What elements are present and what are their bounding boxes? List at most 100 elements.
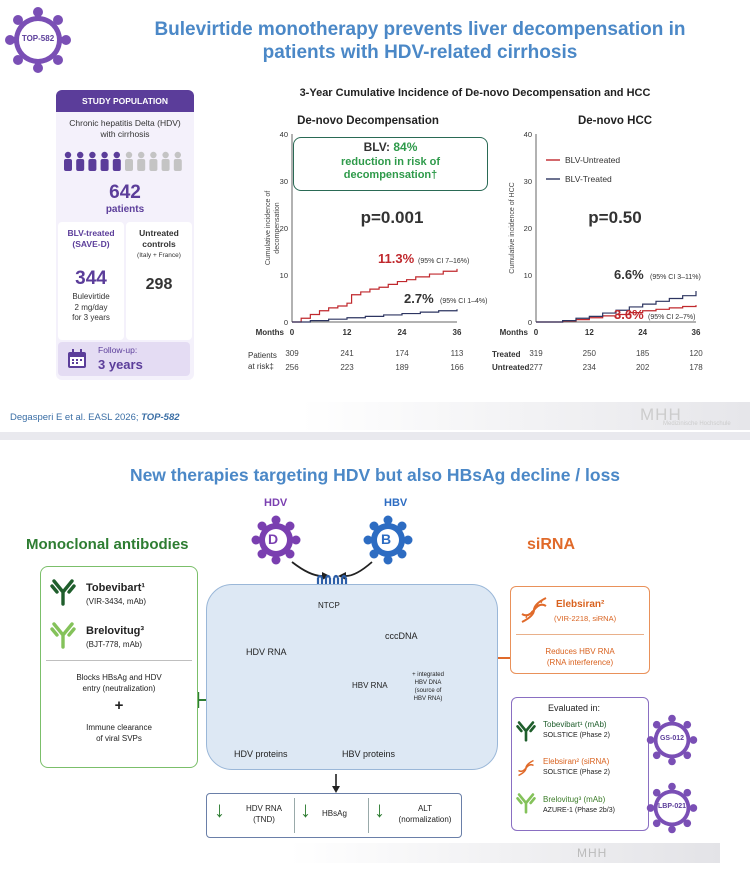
sirna-mech-line-1: Reduces HBV RNA bbox=[545, 647, 615, 656]
person-head bbox=[89, 151, 96, 159]
person-body bbox=[173, 159, 182, 171]
sirna-heading: siRNA bbox=[527, 536, 576, 553]
y-tick-label: 20 bbox=[524, 224, 532, 233]
outcome-3-line-2: (normalization) bbox=[398, 815, 452, 824]
x-tick-label: 12 bbox=[585, 328, 594, 337]
treated-description: Bulevirtide 2 mg/day for 3 years bbox=[58, 292, 124, 324]
total-patients-label: patients bbox=[105, 204, 145, 215]
followup-value: 3 years bbox=[98, 357, 143, 372]
person-body bbox=[149, 159, 158, 171]
sirna-box bbox=[510, 586, 650, 674]
y-tick-label: 40 bbox=[524, 130, 532, 139]
person-head bbox=[150, 151, 157, 159]
end-ci-label: (95% CI 3–11%) bbox=[650, 274, 701, 281]
plus-sign: + bbox=[114, 697, 124, 714]
ntcp-label: NTCP bbox=[318, 601, 340, 610]
slide-divider bbox=[0, 432, 750, 440]
x-axis-label: Months bbox=[500, 328, 529, 337]
outcome-hdv-rna: HDV RNA (TND) bbox=[238, 803, 290, 825]
series-line bbox=[536, 290, 697, 323]
y-tick-label: 10 bbox=[280, 271, 288, 280]
hdv-gear-icon bbox=[251, 515, 301, 565]
sirna-separator bbox=[516, 634, 644, 635]
mab-mech-line-2: entry (neutralization) bbox=[82, 684, 156, 693]
hbv-proteins-label: HBV proteins bbox=[342, 749, 396, 759]
y-axis-label-line: decompensation bbox=[274, 202, 281, 253]
risk-cell: 277 bbox=[529, 363, 543, 372]
end-value-label: 6.6% bbox=[614, 267, 644, 282]
y-tick-label: 30 bbox=[280, 177, 288, 186]
y-tick-label: 10 bbox=[524, 271, 532, 280]
callout-text: reduction in risk of decompensation† bbox=[293, 156, 488, 182]
citation: Degasperi E et al. EASL 2026; TOP-582 bbox=[10, 412, 180, 423]
treated-label-line-2: (SAVE-D) bbox=[72, 239, 110, 249]
eval-item-1-name: Tobevibart¹ (mAb) bbox=[543, 720, 607, 729]
treated-cell bbox=[58, 222, 124, 340]
elebsiran-desc: (VIR-2218, siRNA) bbox=[554, 614, 617, 623]
hdv-proteins-label: HDV proteins bbox=[234, 749, 288, 759]
mhh-logo-sub: Medizinische Hochschule bbox=[663, 421, 731, 427]
study-subtitle-line-1: Chronic hepatitis Delta (HDV) bbox=[69, 118, 181, 128]
badge-label: TOP-582 bbox=[21, 34, 55, 43]
callout-prefix: BLV: bbox=[363, 140, 394, 154]
lbp021-gear-icon bbox=[646, 782, 698, 834]
outcomes-box bbox=[206, 793, 462, 838]
person-head bbox=[77, 151, 84, 159]
outcome-3-line-1: ALT bbox=[417, 804, 433, 813]
integrated-line-4: HBV RNA) bbox=[413, 696, 443, 702]
y-tick-label: 20 bbox=[280, 224, 288, 233]
callout-line-1: BLV: 84% bbox=[293, 140, 488, 154]
person-head bbox=[101, 151, 108, 159]
risk-cell: 120 bbox=[689, 349, 703, 358]
y-tick-label: 40 bbox=[280, 130, 288, 139]
risk-cell: 241 bbox=[340, 349, 354, 358]
y-axis-label-line: Cumulative incidence of bbox=[265, 191, 272, 265]
y-axis-label-line: Cumulative incidence of HCC bbox=[509, 182, 516, 273]
tobevibart-desc: (VIR-3434, mAb) bbox=[86, 597, 147, 606]
person-head bbox=[162, 151, 169, 159]
risk-label: at risk‡ bbox=[248, 362, 274, 371]
person-body bbox=[112, 159, 121, 171]
untreated-label-line-2: controls bbox=[142, 239, 176, 249]
untreated-count: 298 bbox=[145, 276, 173, 293]
mab-mechanism-2: Immune clearance of viral SVPs bbox=[46, 722, 192, 744]
chart-title: De-novo Decompensation bbox=[297, 115, 439, 127]
person-body bbox=[137, 159, 146, 171]
person-head bbox=[138, 151, 145, 159]
risk-cell: 189 bbox=[395, 363, 409, 372]
citation-code: TOP-582 bbox=[141, 412, 180, 423]
study-subtitle: Chronic hepatitis Delta (HDV) with cirrh… bbox=[60, 118, 190, 140]
eval-item-2-name: Elebsiran² (siRNA) bbox=[543, 757, 610, 766]
title-line-2: patients with HDV-related cirrhosis bbox=[262, 42, 578, 63]
p-value: p=0.001 bbox=[361, 208, 424, 227]
footer-band bbox=[300, 402, 750, 430]
series-line bbox=[292, 268, 458, 323]
person-head bbox=[174, 151, 181, 159]
eval-item-1-trial: SOLSTICE (Phase 2) bbox=[543, 732, 610, 739]
mab-mech2-line-1: Immune clearance bbox=[86, 723, 152, 732]
risk-cell: 309 bbox=[285, 349, 299, 358]
legend-label: BLV-Untreated bbox=[565, 155, 620, 165]
callout-box bbox=[293, 137, 488, 191]
hbv-label: HBV bbox=[384, 497, 408, 509]
outcome-separator-2 bbox=[368, 798, 369, 833]
mab-separator bbox=[46, 660, 192, 661]
risk-cell: 319 bbox=[529, 349, 543, 358]
x-tick-label: 36 bbox=[692, 328, 701, 337]
x-tick-label: 0 bbox=[290, 328, 295, 337]
study-subtitle-line-2: with cirrhosis bbox=[100, 129, 150, 139]
brelovitug-desc: (BJT-778, mAb) bbox=[86, 640, 143, 649]
mab-mech-line-1: Blocks HBsAg and HDV bbox=[76, 673, 162, 682]
mab-mechanism: Blocks HBsAg and HDV entry (neutralizati… bbox=[46, 672, 192, 694]
end-ci-label: (95% CI 2–7%) bbox=[648, 314, 695, 321]
risk-label: Patients bbox=[248, 351, 277, 360]
person-head bbox=[64, 151, 72, 159]
chart-main-title: 3-Year Cumulative Incidence of De-novo D… bbox=[299, 87, 651, 99]
person-body bbox=[125, 159, 133, 171]
down-arrow-icon-2: ↓ bbox=[300, 797, 311, 822]
mab-box bbox=[40, 566, 198, 768]
hdv-label: HDV bbox=[264, 497, 288, 509]
sirna-mech-line-2: (RNA interference) bbox=[546, 658, 614, 667]
